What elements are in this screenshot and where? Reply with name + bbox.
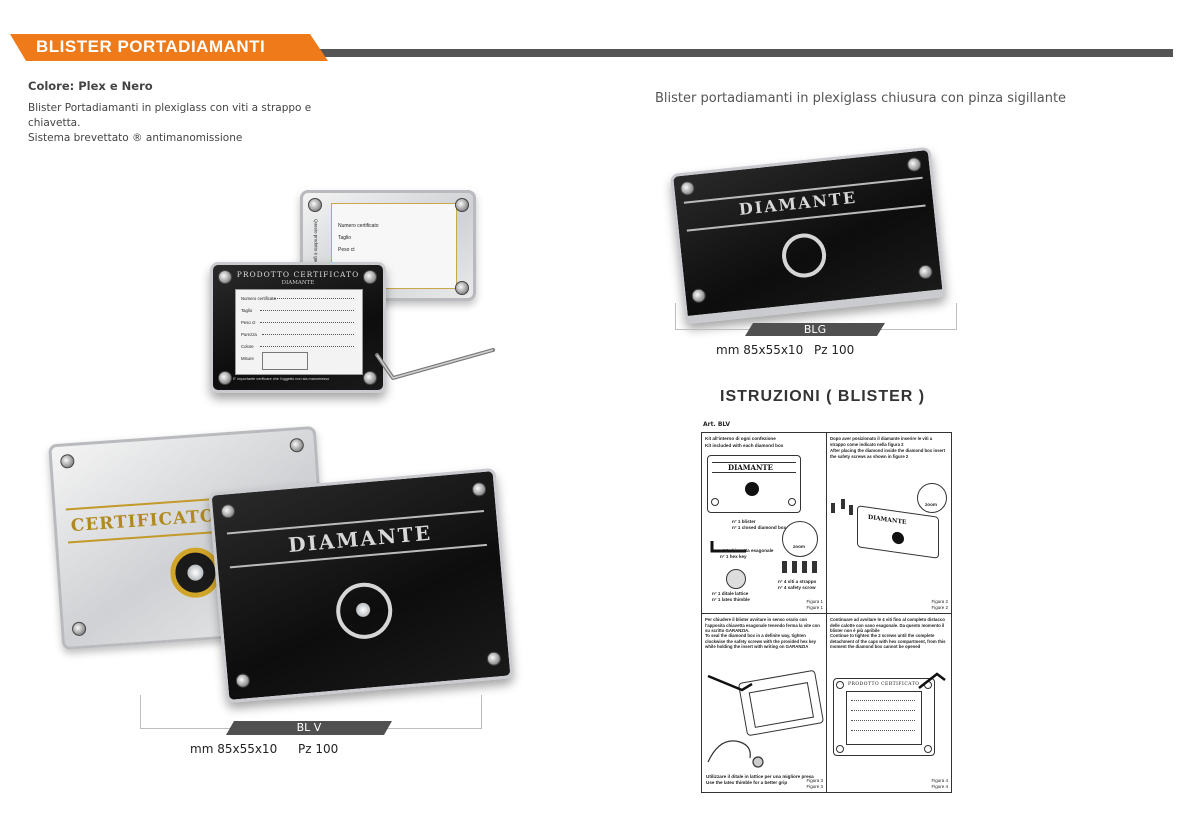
blv-product-image: CERTIFICATO DI GARANZIA DIAMANTE bbox=[45, 425, 515, 715]
panel1-figure-en: Figure 1 bbox=[806, 605, 823, 610]
panel1-item-1: n° 1 blister bbox=[732, 519, 756, 524]
panel2-figure-it: Figura 2 bbox=[931, 599, 948, 604]
article-label: Art. BLV bbox=[703, 421, 731, 428]
instruction-panel-1: Kit all'interno di ogni confezione Kit i… bbox=[701, 432, 827, 614]
panel3-figure-it: Figura 3 bbox=[806, 778, 823, 783]
panel3-text-it-2: Utilizzare il ditale in lattice per una … bbox=[706, 774, 814, 779]
blg-dims: mm 85x55x10 bbox=[716, 343, 804, 357]
panel1-item-6: n° 1 latex thimble bbox=[712, 597, 750, 602]
panel1-zoom-circle: zoom bbox=[782, 521, 818, 557]
panel2-box-drawing: DIAMANTE bbox=[857, 505, 939, 559]
cert-field-3: Peso ct bbox=[241, 320, 256, 325]
blv-dims: mm 85x55x10 bbox=[190, 742, 278, 756]
cert-field-4: Purezza bbox=[241, 332, 257, 337]
panel1-thimble-icon bbox=[726, 569, 746, 589]
panel1-text-it: Kit all'interno di ogni confezione bbox=[705, 436, 776, 441]
blv-qty: Pz 100 bbox=[298, 742, 339, 756]
description-line-3: Sistema brevettato ® antimanomissione bbox=[28, 132, 243, 144]
instruction-panel-3: Per chiudere il blister avvitare in sens… bbox=[701, 613, 827, 793]
panel3-text-en-2: Use the latex thimble for a better grip bbox=[706, 780, 788, 785]
instruction-panel-2: Dopo aver posizionato il diamante inseri… bbox=[826, 432, 952, 614]
panel4-text-it: Continuare ad avvitare le 4 viti fino al… bbox=[830, 617, 945, 633]
color-label: Colore: Plex e Nero bbox=[28, 79, 153, 93]
panel3-text-it: Per chiudere il blister avvitare in sens… bbox=[705, 617, 820, 633]
panel1-item-3: n° 1 chiavetta esagonale bbox=[720, 548, 774, 553]
cert-field-6: Misure bbox=[241, 356, 254, 361]
panel1-item-4: n° 1 hex key bbox=[720, 554, 747, 559]
cert-field-2: Taglio bbox=[241, 308, 253, 313]
back-field-3: Peso ct bbox=[338, 247, 355, 253]
panel1-item-5: n° 1 ditale lattice bbox=[712, 591, 749, 596]
panel1-item-7: n° 4 viti a strappo bbox=[778, 579, 817, 584]
blg-code-label: BLG bbox=[745, 323, 885, 336]
panel1-hex-key-icon bbox=[710, 541, 746, 553]
certificate-subtitle: DIAMANTE bbox=[281, 280, 315, 286]
panel2-plate-text: DIAMANTE bbox=[868, 513, 907, 527]
hex-key-icon bbox=[375, 348, 495, 380]
certificate-blister-image: Numero certificato Taglio Peso ct Questo… bbox=[205, 190, 505, 400]
panel2-screws-icon bbox=[831, 499, 855, 519]
panel3-hex-key-icon bbox=[707, 674, 753, 692]
blv-code-label: BL V bbox=[226, 721, 392, 735]
panel1-text-en: Kit included with each diamond box bbox=[705, 443, 784, 448]
panel4-card-drawing: PRODOTTO CERTIFICATO bbox=[833, 678, 935, 756]
panel1-figure-it: Figura 1 bbox=[806, 599, 823, 604]
front-certificate-plate: PRODOTTO CERTIFICATO DIAMANTE Numero cer… bbox=[210, 262, 386, 393]
diamante-plate: DIAMANTE bbox=[208, 467, 514, 704]
header-rule bbox=[320, 49, 1173, 57]
panel4-hex-key-icon bbox=[918, 672, 946, 689]
blg-product-image: DIAMANTE bbox=[669, 146, 947, 325]
panel3-figure-en: Figure 3 bbox=[806, 784, 823, 789]
back-certificate-plate: Numero certificato Taglio Peso ct Questo… bbox=[300, 190, 476, 301]
back-side-text: Questo prodotto è garantito bbox=[313, 219, 319, 274]
cert-field-1: Numero certificato bbox=[241, 296, 276, 301]
panel4-text-en: Continue to tighten the 2 screws until t… bbox=[830, 633, 946, 649]
panel4-figure-en: Figure 4 bbox=[931, 784, 948, 789]
panel3-hand-icon bbox=[707, 740, 764, 768]
page-title: BLISTER PORTADIAMANTI bbox=[36, 37, 266, 56]
panel2-text-en: After placing the diamond inside the dia… bbox=[830, 448, 946, 459]
panel1-item-8: n° 4 safety scrow bbox=[778, 585, 816, 590]
description-line-2: chiavetta. bbox=[28, 117, 81, 129]
instruction-panel-4: Continuare ad avvitare le 4 viti fino al… bbox=[826, 613, 952, 793]
panel1-plate-text: DIAMANTE bbox=[728, 463, 773, 472]
panel4-card-title: PRODOTTO CERTIFICATO bbox=[848, 682, 920, 687]
certificate-title: PRODOTTO CERTIFICATO bbox=[236, 270, 360, 279]
back-field-1: Numero certificato bbox=[338, 223, 379, 229]
panel2-text-it: Dopo aver posizionato il diamante inseri… bbox=[830, 436, 933, 447]
panel1-box-drawing: DIAMANTE bbox=[707, 455, 801, 513]
panel4-figure-it: Figura 4 bbox=[931, 778, 948, 783]
description-line-1: Blister Portadiamanti in plexiglass con … bbox=[28, 102, 312, 114]
instructions-title: ISTRUZIONI ( BLISTER ) bbox=[720, 388, 926, 405]
back-field-2: Taglio bbox=[338, 235, 352, 241]
blg-qty: Pz 100 bbox=[814, 343, 855, 357]
cert-field-5: Colore bbox=[241, 344, 254, 349]
header-tab bbox=[10, 34, 328, 61]
panel1-item-2: n° 1 closed diamond box bbox=[732, 525, 787, 530]
blg-caption: Blister portadiamanti in plexiglass chiu… bbox=[655, 91, 1067, 106]
panel1-screws-icon bbox=[782, 561, 822, 575]
panel2-zoom: zoom bbox=[925, 502, 937, 507]
panel1-zoom: zoom bbox=[793, 544, 805, 549]
panel3-text-en: To seal the diamond box in a definite wa… bbox=[705, 633, 817, 649]
panel2-zoom-circle: zoom bbox=[917, 483, 947, 513]
panel2-figure-en: Figure 2 bbox=[931, 605, 948, 610]
certificate-footer: E' importante verificare che l'oggetto n… bbox=[233, 377, 330, 381]
